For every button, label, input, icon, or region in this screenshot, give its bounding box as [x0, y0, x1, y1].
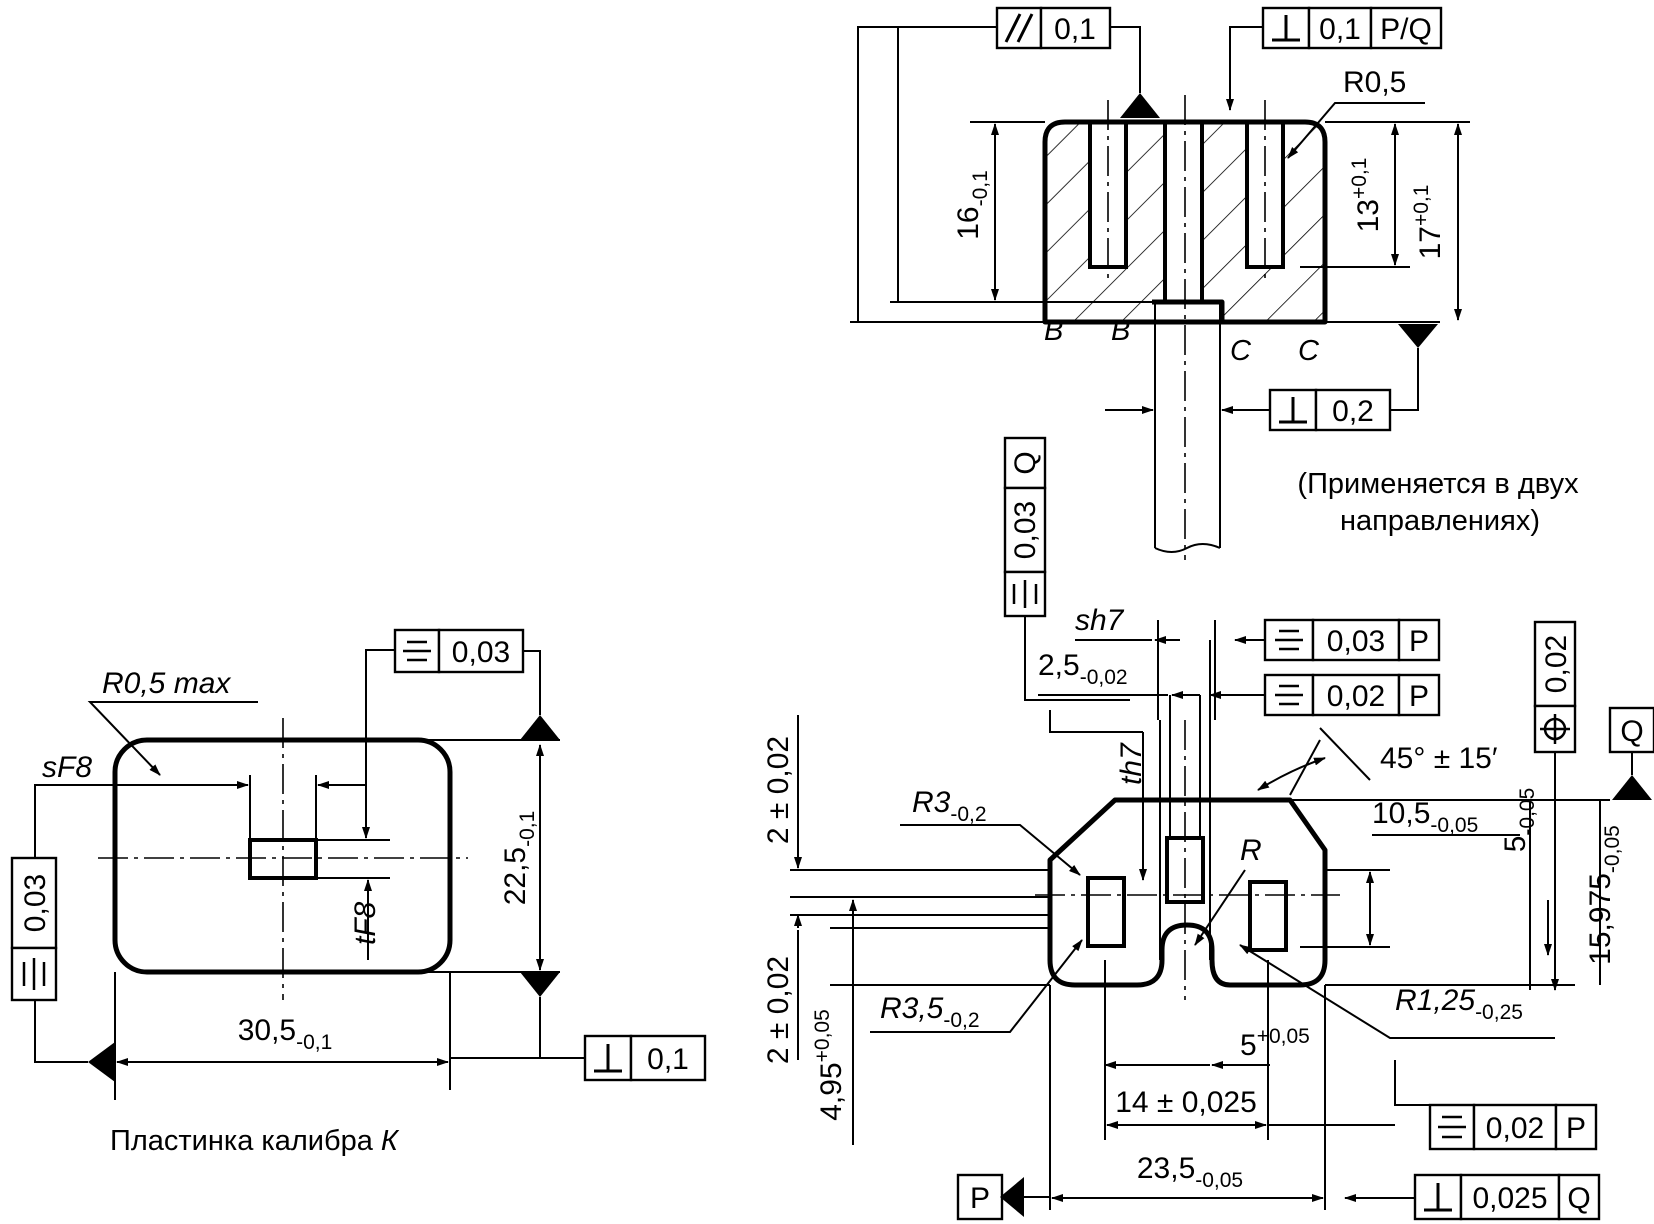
- dim-r3: R3-0,2: [912, 786, 987, 826]
- dim-5-horiz: 5+0,05: [1240, 1025, 1310, 1062]
- frame-parallel-01: 0,1: [995, 6, 1112, 50]
- symmetry-icon: [22, 958, 46, 990]
- plate-tf8: tF8: [349, 901, 382, 945]
- datum-b-left: B: [1044, 315, 1063, 347]
- dim-r05: R0,5: [1343, 66, 1406, 99]
- svg-text:0,2: 0,2: [1332, 395, 1374, 428]
- svg-text:Q: Q: [1567, 1182, 1590, 1215]
- dim-495: 4,95+0,05: [811, 1009, 848, 1121]
- svg-text:P: P: [1566, 1112, 1586, 1145]
- dim-r125: R1,25-0,25: [1395, 984, 1523, 1024]
- svg-text:0,1: 0,1: [1054, 13, 1096, 46]
- dim-2-lower: 2 ± 0,02: [762, 956, 795, 1064]
- datum-p-label: P: [970, 1182, 990, 1215]
- gauge-plate-view: R0,5 max sF8 tF8 0,03: [10, 628, 707, 1157]
- svg-text:P/Q: P/Q: [1380, 13, 1432, 46]
- dim-r: R: [1240, 834, 1262, 867]
- dim-235: 23,5-0,05: [1137, 1152, 1243, 1192]
- perpendicularity-icon: [1272, 15, 1300, 42]
- parallelism-icon: [1004, 13, 1034, 43]
- datum-c-right: C: [1298, 335, 1320, 367]
- svg-text:0,1: 0,1: [1319, 13, 1361, 46]
- plate-305: 30,5-0,1: [238, 1014, 333, 1054]
- dim-17: 17+0,1: [1410, 185, 1447, 260]
- position-icon: [1540, 714, 1570, 744]
- frame-sym-002-p-bottom: 0,02 P: [1428, 1103, 1598, 1151]
- symmetry-icon: [403, 640, 431, 662]
- datum-c-left: C: [1230, 335, 1252, 367]
- dim-25: 2,5-0,02: [1038, 649, 1128, 689]
- svg-text:0,02: 0,02: [1327, 680, 1385, 713]
- svg-text:0,03: 0,03: [452, 636, 510, 669]
- dim-14: 14 ± 0,025: [1115, 1086, 1257, 1119]
- perpendicularity-icon: [1424, 1183, 1452, 1212]
- plate-sf8: sF8: [42, 751, 92, 784]
- datum-q-label: Q: [1620, 715, 1643, 748]
- dim-angle: 45° ± 15′: [1380, 742, 1498, 775]
- frame-plate-perp: 0,1: [583, 1034, 707, 1082]
- frame-sym-002-p: 0,02 P: [1263, 673, 1441, 717]
- symmetry-icon: [1438, 1115, 1466, 1139]
- svg-text:0,03: 0,03: [1327, 625, 1385, 658]
- perpendicularity-icon: [594, 1044, 622, 1073]
- svg-text:0,02: 0,02: [1486, 1112, 1544, 1145]
- frame-plate-sym-003: 0,03: [393, 628, 525, 674]
- svg-text:Q: Q: [1009, 451, 1042, 474]
- plate-caption: Пластинка калибра К: [110, 1125, 400, 1157]
- frame-sym-003-q-vertical: Q 0,03: [1003, 436, 1047, 618]
- note-line1: (Применяется в двух: [1297, 468, 1579, 500]
- dim-sh7: sh7: [1075, 604, 1125, 637]
- symmetry-icon: [1275, 684, 1303, 706]
- dim-16: 16-0,1: [952, 170, 992, 240]
- frame-sym-003-p: 0,03 P: [1263, 618, 1441, 662]
- plate-r: R0,5 max: [102, 667, 231, 700]
- symmetry-icon: [1012, 580, 1038, 608]
- frame-perp-02: 0,2: [1268, 388, 1392, 432]
- dim-5-vert: 5-0,05: [1499, 788, 1539, 853]
- svg-text:P: P: [1409, 680, 1429, 713]
- dim-r35: R3,5-0,2: [880, 992, 980, 1032]
- svg-text:0,025: 0,025: [1472, 1182, 1547, 1215]
- frame-perp-0025-q: 0,025 Q: [1413, 1173, 1601, 1221]
- frame-plate-left-sym: 0,03: [10, 856, 58, 1002]
- dim-13: 13+0,1: [1348, 158, 1385, 233]
- datum-b-right: B: [1111, 315, 1130, 347]
- frame-position-002: 0,02: [1533, 620, 1577, 754]
- svg-text:P: P: [1409, 625, 1429, 658]
- perpendicularity-icon: [1279, 397, 1307, 424]
- svg-text:0,03: 0,03: [19, 874, 52, 932]
- dim-105: 10,5-0,05: [1372, 797, 1478, 837]
- svg-text:0,1: 0,1: [647, 1043, 689, 1076]
- dim-2-upper: 2 ± 0,02: [762, 736, 795, 844]
- plate-225: 22,5-0,1: [499, 811, 539, 906]
- dim-15975: 15,975-0,05: [1584, 825, 1624, 965]
- svg-text:0,02: 0,02: [1540, 635, 1573, 693]
- svg-text:0,03: 0,03: [1009, 501, 1042, 559]
- top-section-view: 16-0,1 13+0,1 17+0,1 R0,5 B B C C: [850, 6, 1579, 560]
- bottom-right-view: Q 0,03 sh7 2,5-0,02 th7: [762, 436, 1654, 1221]
- symmetry-icon: [1275, 629, 1303, 651]
- frame-perp-01-pq: 0,1 P/Q: [1261, 6, 1443, 50]
- note-line2: направлениях): [1340, 505, 1540, 537]
